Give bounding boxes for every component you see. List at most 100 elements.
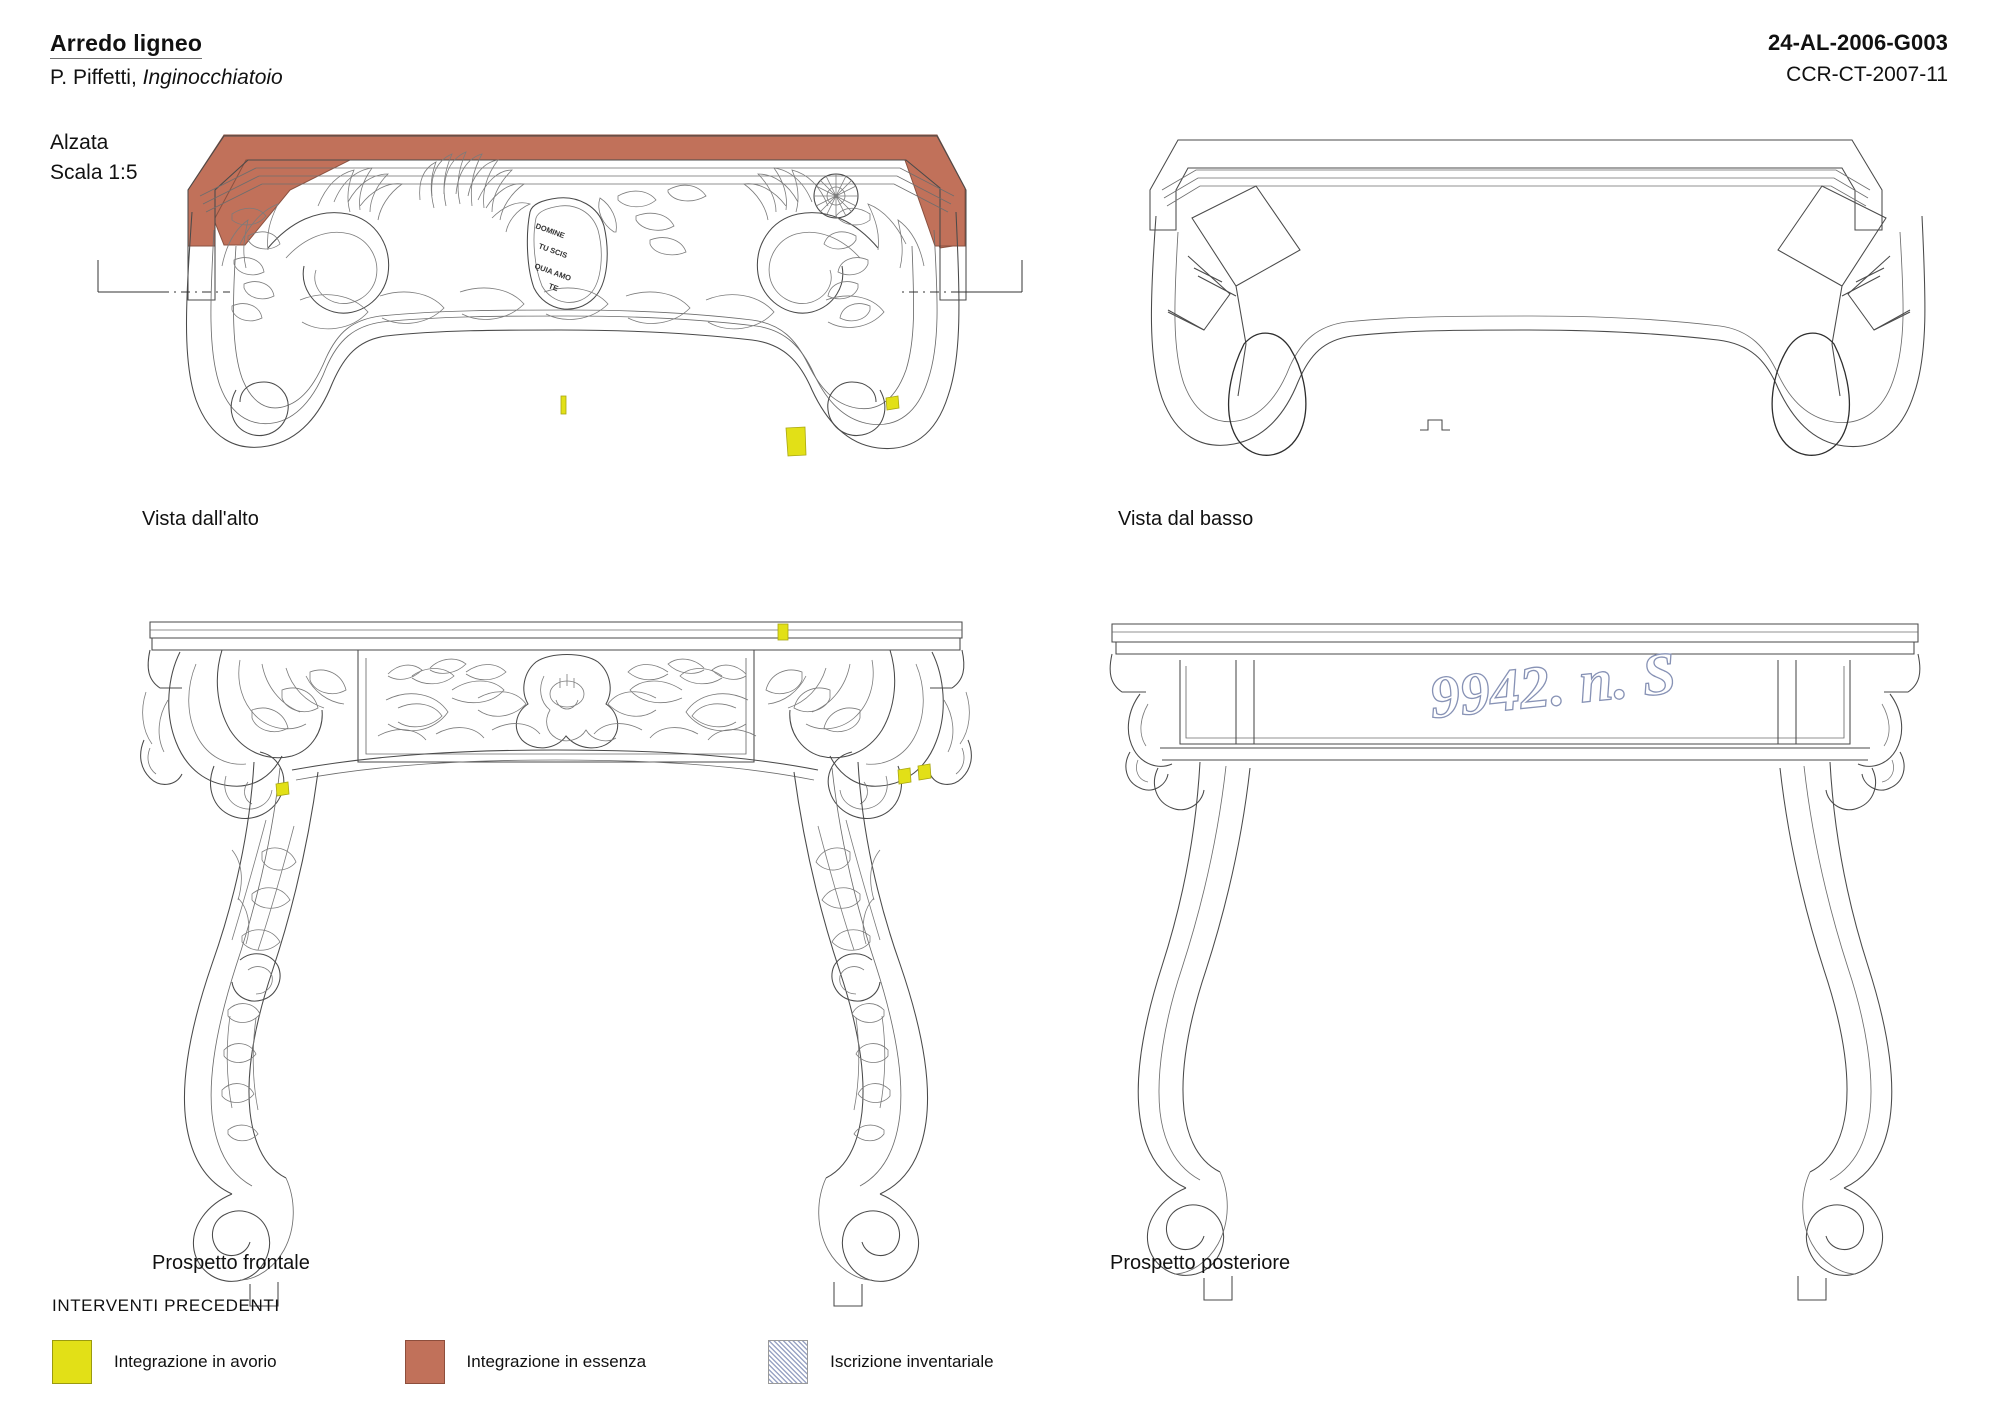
- legend-item-iscrizione: Iscrizione inventariale: [768, 1340, 994, 1384]
- back-apron-batten-left: [1235, 660, 1255, 744]
- legend-label-iscrizione: Iscrizione inventariale: [830, 1352, 994, 1371]
- back-right-foot-pad: [1797, 1276, 1827, 1301]
- page-title: Arredo ligneo: [50, 30, 203, 60]
- back-left-foot-pad: [1203, 1276, 1233, 1301]
- bottom-inner-rail-1: [1161, 169, 1871, 191]
- legend-label-essenza: Integrazione in essenza: [466, 1352, 647, 1371]
- front-right-knee-carving: [765, 649, 972, 820]
- back-left-corner-bracket: [1125, 693, 1205, 811]
- front-top-slab: [149, 621, 963, 639]
- top-carving-ornament: [221, 151, 925, 436]
- back-slab-right-return: [1884, 653, 1921, 693]
- svg-text:DOMINE: DOMINE: [534, 221, 566, 240]
- top-inner-contour: [210, 229, 938, 426]
- bottom-left-corner-joints: [1167, 185, 1307, 456]
- top-inner-contour-2: [233, 245, 915, 410]
- front-left-foot-scroll: [192, 1193, 270, 1282]
- front-under-rail-2: [295, 759, 815, 781]
- legend-label-ivory: Integrazione in avorio: [114, 1352, 277, 1371]
- caption-view-back: Prospetto posteriore: [1110, 1252, 1291, 1274]
- bottom-board-outline: [1149, 139, 1883, 231]
- ivory-integration-top-right-1: [885, 395, 900, 411]
- bottom-inner-rail-3: [1166, 185, 1867, 207]
- top-plan-silhouette: [185, 211, 960, 450]
- front-right-foot-scroll: [842, 1193, 920, 1282]
- svg-text:TU SCIS: TU SCIS: [537, 241, 568, 260]
- back-right-leg-outer: [1829, 761, 1893, 1189]
- back-right-foot-scroll: [1806, 1187, 1884, 1276]
- front-under-rail: [291, 749, 819, 771]
- back-apron-batten-right: [1777, 660, 1797, 744]
- document-code: 24-AL-2006-G003: [1767, 30, 1948, 55]
- legend-row: Integrazione in avorio Integrazione in e…: [52, 1340, 994, 1384]
- legend-item-essenza: Integrazione in essenza: [404, 1340, 647, 1384]
- front-top-slab-moulding: [151, 637, 961, 651]
- front-apron-frame-inner: [365, 658, 747, 755]
- legend-swatch-ivory: [52, 1340, 92, 1384]
- cartouche-inscription: DOMINE TU SCIS QUIA AMO TE: [533, 221, 572, 293]
- legend-title: INTERVENTI PRECEDENTI: [52, 1296, 280, 1315]
- back-slab-moulding: [1115, 641, 1915, 655]
- view-front: [140, 621, 972, 1307]
- top-moulding-line-2: [202, 175, 952, 205]
- svg-text:TE: TE: [547, 281, 559, 293]
- view-bottom: [1149, 139, 1926, 456]
- front-right-leg-inner: [793, 771, 864, 1179]
- back-right-foot-inner: [1802, 1171, 1857, 1275]
- back-right-leg-mid: [1803, 765, 1872, 1181]
- legend: INTERVENTI PRECEDENTI Integrazione in av…: [52, 1296, 994, 1384]
- front-left-leg-mid: [210, 767, 281, 1187]
- bottom-plan-silhouette: [1150, 215, 1926, 448]
- ivory-integration-front-top-slab: [777, 623, 789, 641]
- back-left-foot-scroll: [1146, 1187, 1224, 1276]
- front-right-leg-outer: [857, 761, 929, 1195]
- front-right-foot-pad: [833, 1282, 863, 1307]
- back-left-leg-inner: [1182, 767, 1251, 1173]
- ivory-integration-front-right-knee-1: [897, 767, 912, 785]
- back-left-foot-inner: [1173, 1171, 1228, 1275]
- legend-swatch-essenza: [404, 1340, 445, 1384]
- back-slab-left-return: [1109, 653, 1146, 693]
- scale-label: Scala 1:5: [50, 161, 138, 185]
- ivory-integration-front-right-knee-2: [917, 763, 932, 781]
- front-left-leg-carving: [221, 819, 297, 1142]
- front-left-leg-outer: [183, 761, 255, 1195]
- top-board-outline: [187, 135, 967, 301]
- subtitle-object: Inginocchiatoio: [142, 66, 283, 90]
- archive-code: CCR-CT-2007-11: [1786, 63, 1948, 87]
- front-right-leg-mid: [831, 767, 902, 1187]
- title-block: Arredo ligneo P. Piffetti, Inginocchiato…: [50, 30, 283, 91]
- inventory-inscription-text: 9942. n. S: [1426, 639, 1678, 730]
- front-apron-frame: [357, 650, 755, 763]
- back-left-leg-outer: [1137, 761, 1201, 1189]
- back-top-slab: [1111, 623, 1919, 643]
- view-name-label: Alzata: [50, 131, 109, 154]
- top-view-axis-marks: [97, 260, 1023, 293]
- back-apron-panel-inner: [1185, 666, 1845, 739]
- front-right-foot-inner: [818, 1177, 873, 1281]
- front-right-leg-carving: [815, 819, 891, 1142]
- ivory-integration-top-right-2: [785, 426, 807, 457]
- caption-view-bottom: Vista dal basso: [1118, 508, 1254, 530]
- view-back: 9942. n. S: [1109, 623, 1921, 1301]
- svg-text:QUIA AMO: QUIA AMO: [533, 261, 572, 283]
- front-apron-carving: [377, 654, 757, 749]
- ivory-integration-top-center: [560, 395, 567, 415]
- top-moulding-line-1: [199, 167, 955, 197]
- front-slab-left-return: [147, 649, 182, 689]
- caption-view-top: Vista dall'alto: [142, 508, 259, 530]
- front-left-foot-pad: [249, 1282, 279, 1307]
- bottom-right-corner-joints: [1771, 185, 1911, 456]
- inventory-inscription: 9942. n. S: [1426, 639, 1680, 732]
- object-subtitle: P. Piffetti, Inginocchiatoio: [50, 65, 283, 90]
- wood-integration-plate: [187, 134, 966, 247]
- bottom-inner-rail-2: [1163, 177, 1869, 199]
- front-left-foot-inner: [239, 1177, 294, 1281]
- caption-view-front: Prospetto frontale: [152, 1252, 310, 1274]
- front-slab-right-return: [930, 649, 965, 689]
- subtitle-author: P. Piffetti,: [50, 66, 137, 90]
- front-left-knee-carving: [140, 649, 347, 820]
- bottom-inner-silhouette: [1174, 231, 1904, 424]
